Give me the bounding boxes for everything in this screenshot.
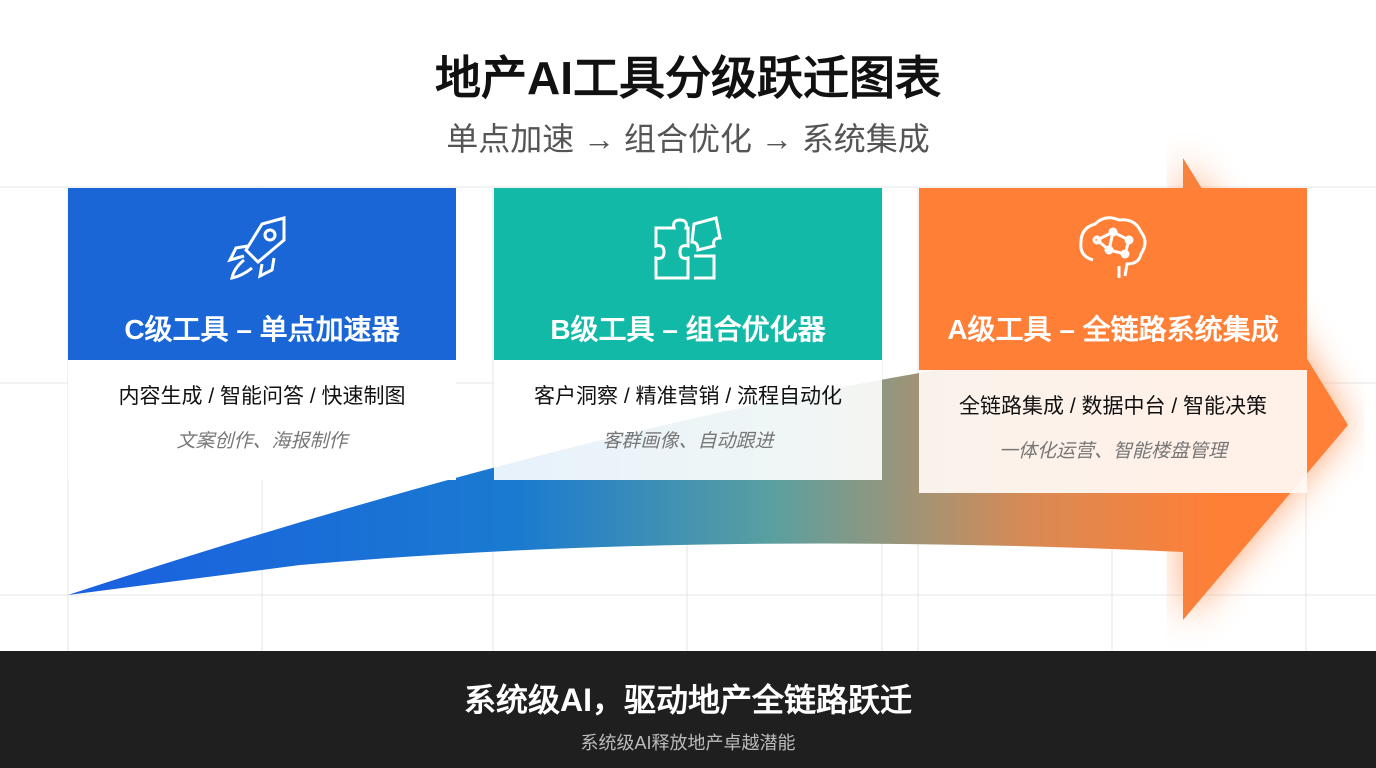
card-title: A级工具 – 全链路系统集成	[947, 314, 1279, 345]
puzzle-icon	[654, 216, 722, 280]
card-c-level: C级工具 – 单点加速器 内容生成 / 智能问答 / 快速制图 文案创作、海报制…	[68, 188, 456, 480]
card-b-level: B级工具 – 组合优化器 客户洞察 / 精准营销 / 流程自动化 客群画像、自动…	[494, 188, 882, 480]
card-features: 客户洞察 / 精准营销 / 流程自动化	[533, 385, 842, 408]
footer-tagline: 系统级AI释放地产卓越潜能	[580, 733, 796, 753]
footer-banner: 系统级AI，驱动地产全链路跃迁 系统级AI释放地产卓越潜能	[0, 651, 1376, 768]
growth-arrow	[68, 158, 1348, 620]
card-features: 全链路集成 / 数据中台 / 智能决策	[958, 395, 1267, 418]
card-features: 内容生成 / 智能问答 / 快速制图	[118, 385, 406, 408]
card-title: C级工具 – 单点加速器	[124, 314, 400, 345]
card-title: B级工具 – 组合优化器	[550, 314, 826, 345]
card-examples: 客群画像、自动跟进	[602, 431, 774, 452]
card-a-level: A级工具 – 全链路系统集成 全链路集成 / 数据中台 / 智能决策 一体化运营…	[919, 188, 1307, 493]
card-examples: 文案创作、海报制作	[176, 431, 348, 452]
page-title: 地产AI工具分级跃迁图表	[435, 52, 941, 104]
page-subtitle: 单点加速 → 组合优化 → 系统集成	[446, 121, 930, 157]
footer-headline: 系统级AI，驱动地产全链路跃迁	[463, 682, 912, 718]
brain-icon	[1079, 216, 1147, 278]
rocket-icon	[227, 216, 286, 280]
card-examples: 一体化运营、智能楼盘管理	[998, 441, 1227, 462]
